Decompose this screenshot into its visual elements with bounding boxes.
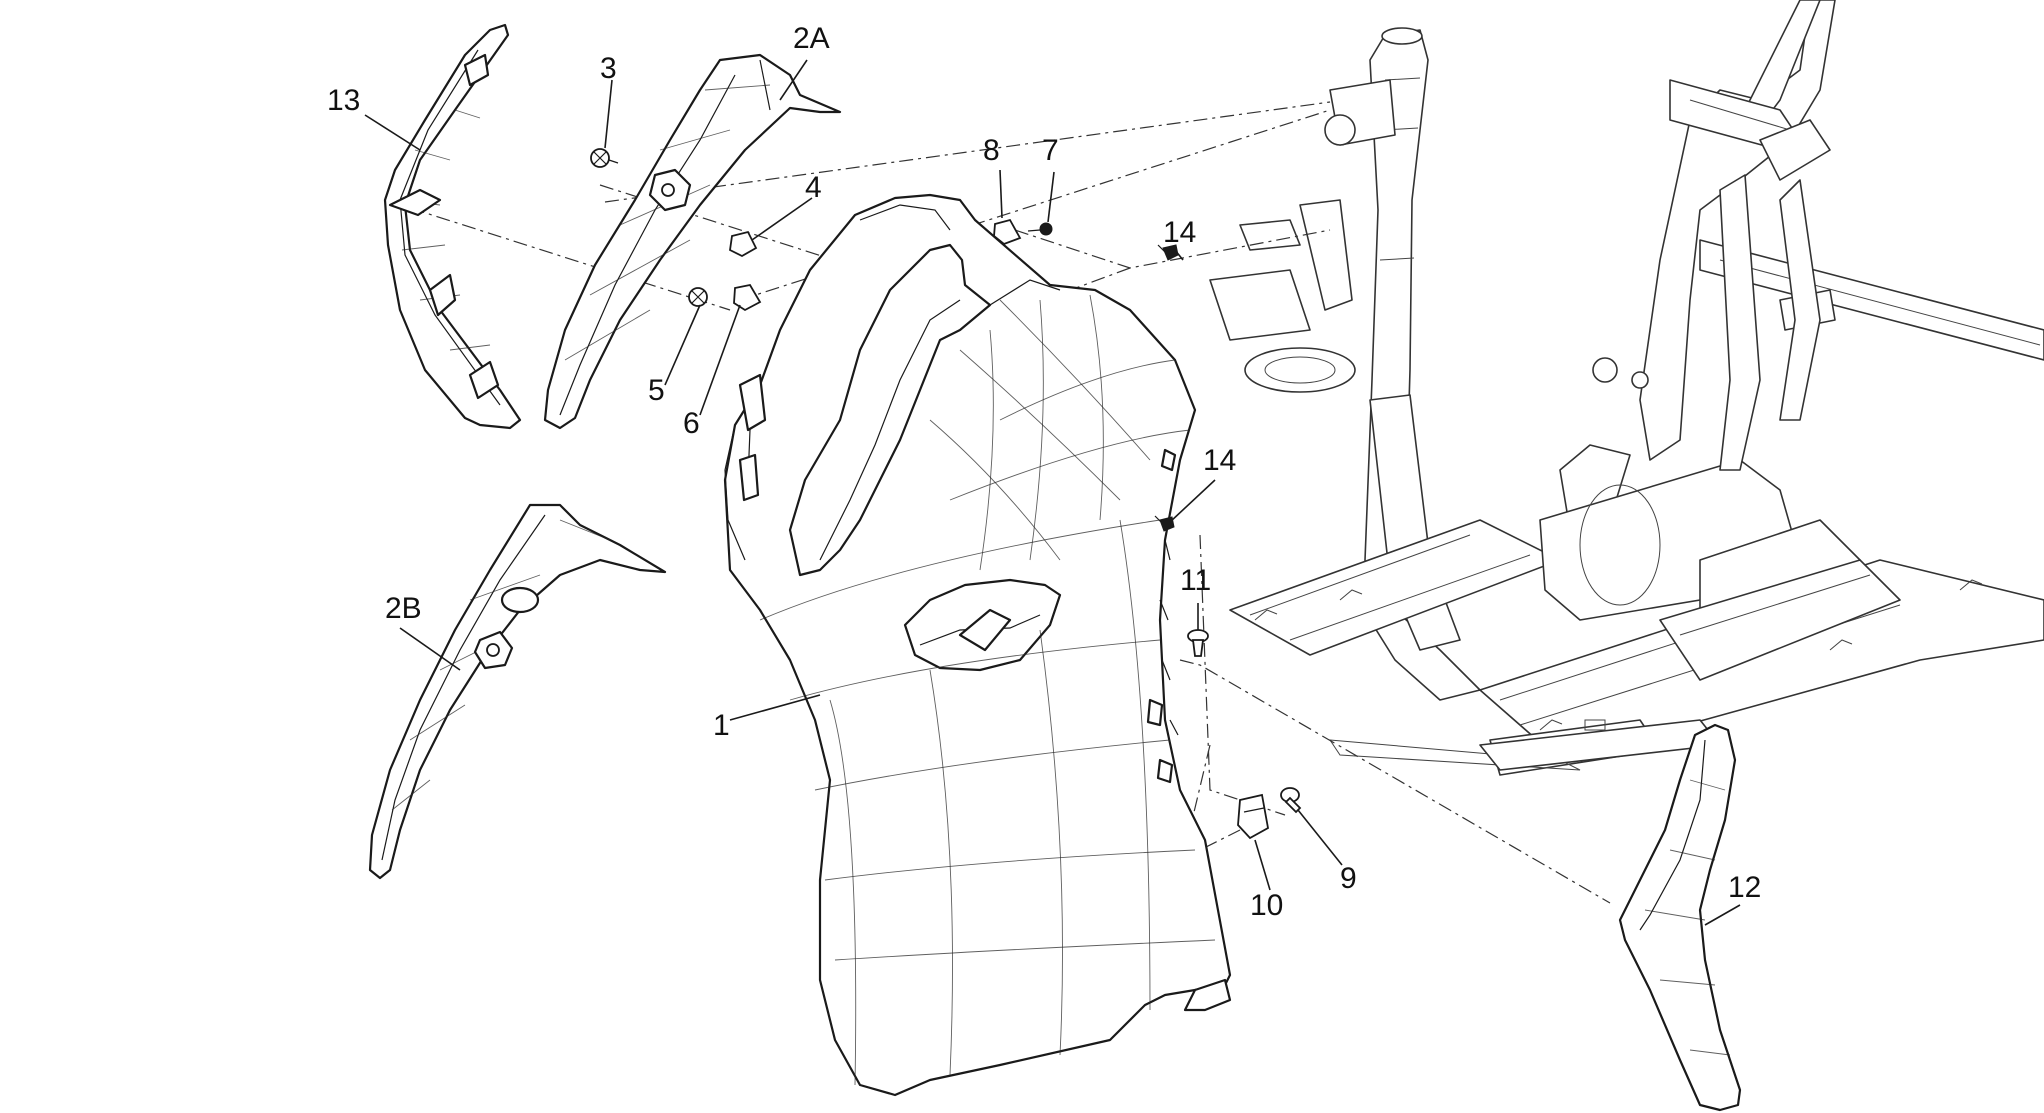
callout-2b: 2B	[385, 592, 422, 625]
callout-3: 3	[600, 52, 617, 85]
callout-8: 8	[983, 134, 1000, 167]
callout-14-lower: 14	[1203, 444, 1236, 477]
clip-nut-10	[1237, 793, 1270, 840]
leader-lines	[364, 59, 1741, 926]
part-2b-side-cover	[368, 503, 667, 880]
callout-4: 4	[805, 171, 822, 204]
callout-13: 13	[327, 84, 360, 117]
hardware	[590, 148, 1302, 840]
clip-6	[733, 283, 762, 312]
callout-9: 9	[1340, 862, 1357, 895]
callout-1: 1	[713, 709, 730, 742]
callout-5: 5	[648, 374, 665, 407]
callout-11: 11	[1180, 564, 1211, 597]
callout-2a: 2A	[793, 22, 830, 55]
clip-8	[993, 218, 1022, 246]
part-13-trim-strip	[383, 23, 522, 430]
callout-12: 12	[1728, 871, 1761, 904]
assembly-lines	[384, 101, 1611, 904]
scooter-frame	[1209, 0, 2044, 776]
part-1-leg-shield	[723, 193, 1232, 1097]
screw-7	[1039, 222, 1053, 236]
callout-14-upper: 14	[1163, 216, 1196, 249]
clip-4	[729, 230, 758, 258]
callout-7: 7	[1042, 134, 1059, 167]
part-12-trim-strip	[1618, 723, 1742, 1112]
callout-labels: 1 2A 2B 3 4 5 6 7 8 9 10 11 12 13 14 14	[327, 22, 1761, 922]
callout-10: 10	[1250, 889, 1283, 922]
part-2a-side-cover	[543, 53, 842, 430]
callout-6: 6	[683, 407, 700, 440]
